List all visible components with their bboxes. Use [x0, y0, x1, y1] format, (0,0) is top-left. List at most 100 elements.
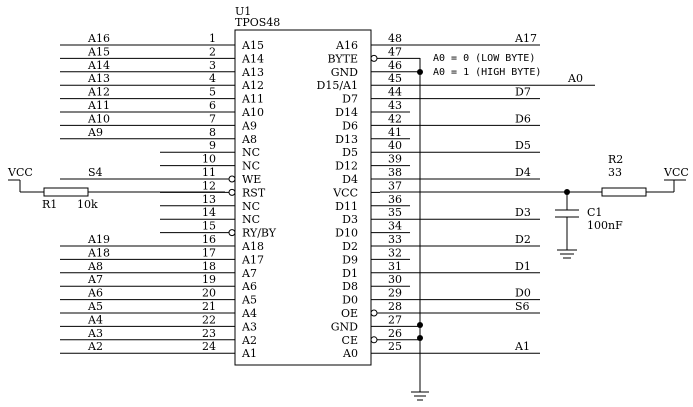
pin-number-17: 17	[202, 246, 216, 259]
pin-name-48: A16	[335, 39, 358, 52]
pin-name-39: D12	[335, 160, 358, 173]
pin-number-6: 6	[209, 99, 216, 112]
pin-number-1: 1	[209, 32, 216, 45]
pin-name-28: OE	[341, 307, 358, 320]
net-label-A16: A16	[87, 32, 110, 45]
net-label-A13: A13	[87, 72, 110, 85]
pin-name-26: CE	[342, 334, 358, 347]
r1-body	[43, 187, 89, 197]
pin-name-14: NC	[242, 213, 260, 226]
pin-number-25: 25	[388, 340, 402, 353]
r2-value: 33	[608, 166, 622, 179]
pin-name-24: A1	[241, 347, 257, 360]
net-label-A6: A6	[87, 287, 103, 300]
net-label-A2: A2	[87, 340, 103, 353]
pin-name-8: A8	[241, 133, 257, 146]
pin-name-17: A17	[241, 253, 264, 266]
net-label-A7: A7	[87, 273, 103, 286]
c1-ground-symbol	[557, 249, 577, 259]
pin-number-33: 33	[388, 233, 402, 246]
inversion-bubble	[228, 175, 236, 183]
pin-name-43: D14	[335, 106, 358, 119]
pin-name-7: A9	[241, 119, 257, 132]
inversion-bubble	[228, 188, 236, 196]
net-label-S6: S6	[515, 300, 530, 313]
pin-name-42: D6	[342, 119, 358, 132]
pin-number-45: 45	[388, 72, 402, 85]
pin-name-40: D5	[342, 146, 358, 159]
pin-name-21: A4	[241, 307, 257, 320]
chip-ref: U1	[235, 5, 251, 18]
pin-number-36: 36	[388, 193, 402, 206]
pin-number-22: 22	[202, 313, 216, 326]
net-label-D6: D6	[515, 112, 531, 125]
pin-number-30: 30	[388, 273, 402, 286]
pin-name-46: GND	[331, 66, 358, 79]
pin-number-10: 10	[202, 153, 216, 166]
pin-name-27: GND	[331, 320, 358, 333]
r2-ref: R2	[608, 153, 623, 166]
inversion-bubble	[228, 229, 236, 237]
pin-name-22: A3	[241, 320, 257, 333]
pin-number-48: 48	[388, 32, 402, 45]
pin-number-7: 7	[209, 112, 216, 125]
junction-dot	[417, 322, 423, 328]
pin-number-44: 44	[388, 86, 402, 99]
pin-number-24: 24	[202, 340, 216, 353]
inversion-bubble	[370, 336, 378, 344]
pin-name-41: D13	[335, 133, 358, 146]
pin-number-11: 11	[202, 166, 216, 179]
net-label-D2: D2	[515, 233, 531, 246]
net-label-A4: A4	[87, 313, 103, 326]
note-byte-low: A0 = 0 (LOW BYTE)	[433, 53, 535, 64]
pin-name-10: NC	[242, 160, 260, 173]
pin-name-15: RY/BY	[242, 227, 277, 240]
pin-number-27: 27	[388, 313, 402, 326]
pin-number-4: 4	[209, 72, 216, 85]
pin-name-36: D11	[335, 200, 358, 213]
pin-number-9: 9	[209, 139, 216, 152]
pin-number-41: 41	[388, 126, 402, 139]
net-label-A5: A5	[87, 300, 103, 313]
pin-number-14: 14	[202, 206, 216, 219]
r2-supply-label: VCC	[663, 166, 689, 179]
net-label-A1: A1	[514, 340, 530, 353]
pin-name-37: VCC	[332, 186, 358, 199]
pin-number-31: 31	[388, 260, 402, 273]
net-label-A12: A12	[87, 86, 110, 99]
pin-name-3: A13	[241, 66, 264, 79]
pin-number-37: 37	[388, 179, 402, 192]
pin-number-5: 5	[209, 86, 216, 99]
net-label-A0: A0	[567, 72, 583, 85]
pin-name-31: D1	[342, 267, 358, 280]
net-label-A8: A8	[87, 260, 103, 273]
net-label-D4: D4	[515, 166, 531, 179]
net-label-D5: D5	[515, 139, 531, 152]
pin-number-28: 28	[388, 300, 402, 313]
pin-number-8: 8	[209, 126, 216, 139]
r1-ref: R1	[42, 198, 57, 211]
pin-number-18: 18	[202, 260, 216, 273]
pin-name-2: A14	[241, 52, 264, 65]
pin-number-47: 47	[388, 45, 402, 58]
pin-number-29: 29	[388, 287, 402, 300]
pin-name-4: A12	[241, 79, 264, 92]
pin-name-30: D8	[342, 280, 358, 293]
pin-number-42: 42	[388, 112, 402, 125]
net-label-A3: A3	[87, 327, 103, 340]
pin-number-12: 12	[202, 179, 216, 192]
pin-number-35: 35	[388, 206, 402, 219]
pin-number-20: 20	[202, 287, 216, 300]
net-label-A9: A9	[87, 126, 103, 139]
note-byte-high: A0 = 1 (HIGH BYTE)	[433, 67, 541, 78]
pin-name-20: A5	[241, 294, 257, 307]
net-label-A15: A15	[87, 45, 110, 58]
pin-name-47: BYTE	[327, 52, 358, 65]
pin-number-38: 38	[388, 166, 402, 179]
r1-value: 10k	[77, 198, 98, 211]
net-label-A17: A17	[514, 32, 537, 45]
pin-name-9: NC	[242, 146, 260, 159]
pin-name-5: A11	[241, 93, 264, 106]
